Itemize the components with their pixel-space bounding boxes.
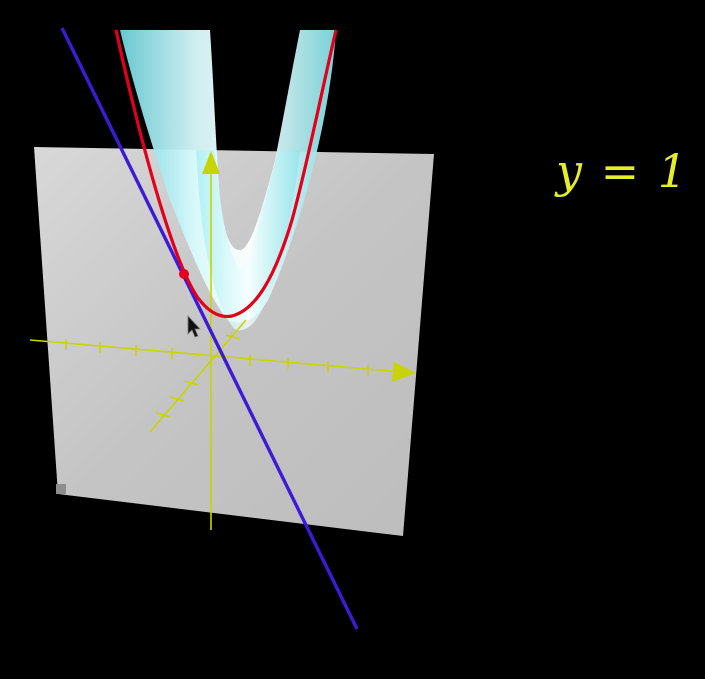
axes <box>29 160 403 530</box>
plane-corner-marker <box>56 484 66 494</box>
paraboloid-surface-through-plane <box>196 150 300 331</box>
vertical-axis-arrowhead <box>202 151 220 174</box>
arrow-cursor-icon <box>187 314 201 338</box>
depth-axis-ticks <box>155 334 241 418</box>
horizontal-axis-arrowhead <box>392 362 416 382</box>
vertical-plane <box>34 147 434 536</box>
tangent-line <box>60 27 359 630</box>
point-on-curve <box>179 269 189 279</box>
horizontal-axis-ticks <box>65 339 369 376</box>
intersection-parabola <box>114 29 338 319</box>
plane-equation-label: y = 1 <box>556 144 690 198</box>
depth-axis <box>149 319 247 433</box>
